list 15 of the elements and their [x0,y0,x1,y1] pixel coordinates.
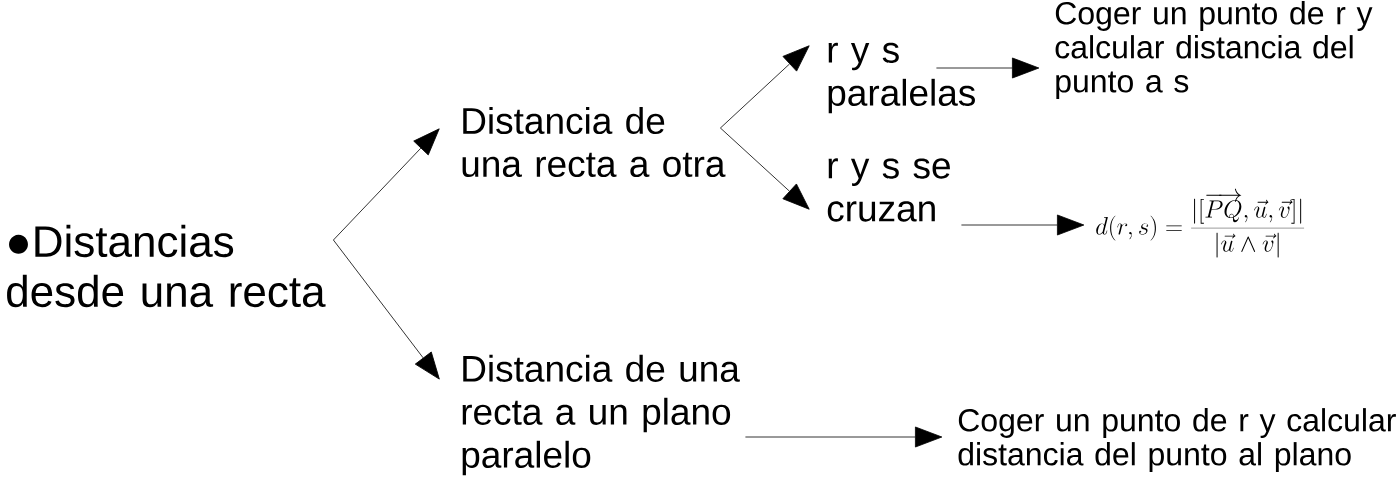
result-text: Coger un punto de r y calcular distancia del punto a s [1055,1,1373,99]
branch-text: r y s se cruzan [827,158,950,222]
arrow [961,214,1085,236]
arrow [745,426,943,448]
arrow [720,127,810,210]
branch-text: Distancia de una recta a otra [462,106,726,178]
result-text: Coger un punto de r y calcular distancia del punto al plano [958,408,1396,472]
branch-text: r y s paralelas [828,42,975,114]
topic-text: ●Distancias desde una recta [7,224,326,308]
arrow [720,45,810,129]
branch-text: Distancia de una recta a un plano paralelo [462,354,740,476]
arrow [936,57,1040,79]
arrow [333,239,440,380]
formula: $d(r,s)=\frac{|[\overrightarrow{PQ},\vec u,\vec v]|}{|\vec u\wedge\vec v|}$ [1096,188,1305,258]
arrow [333,128,440,241]
